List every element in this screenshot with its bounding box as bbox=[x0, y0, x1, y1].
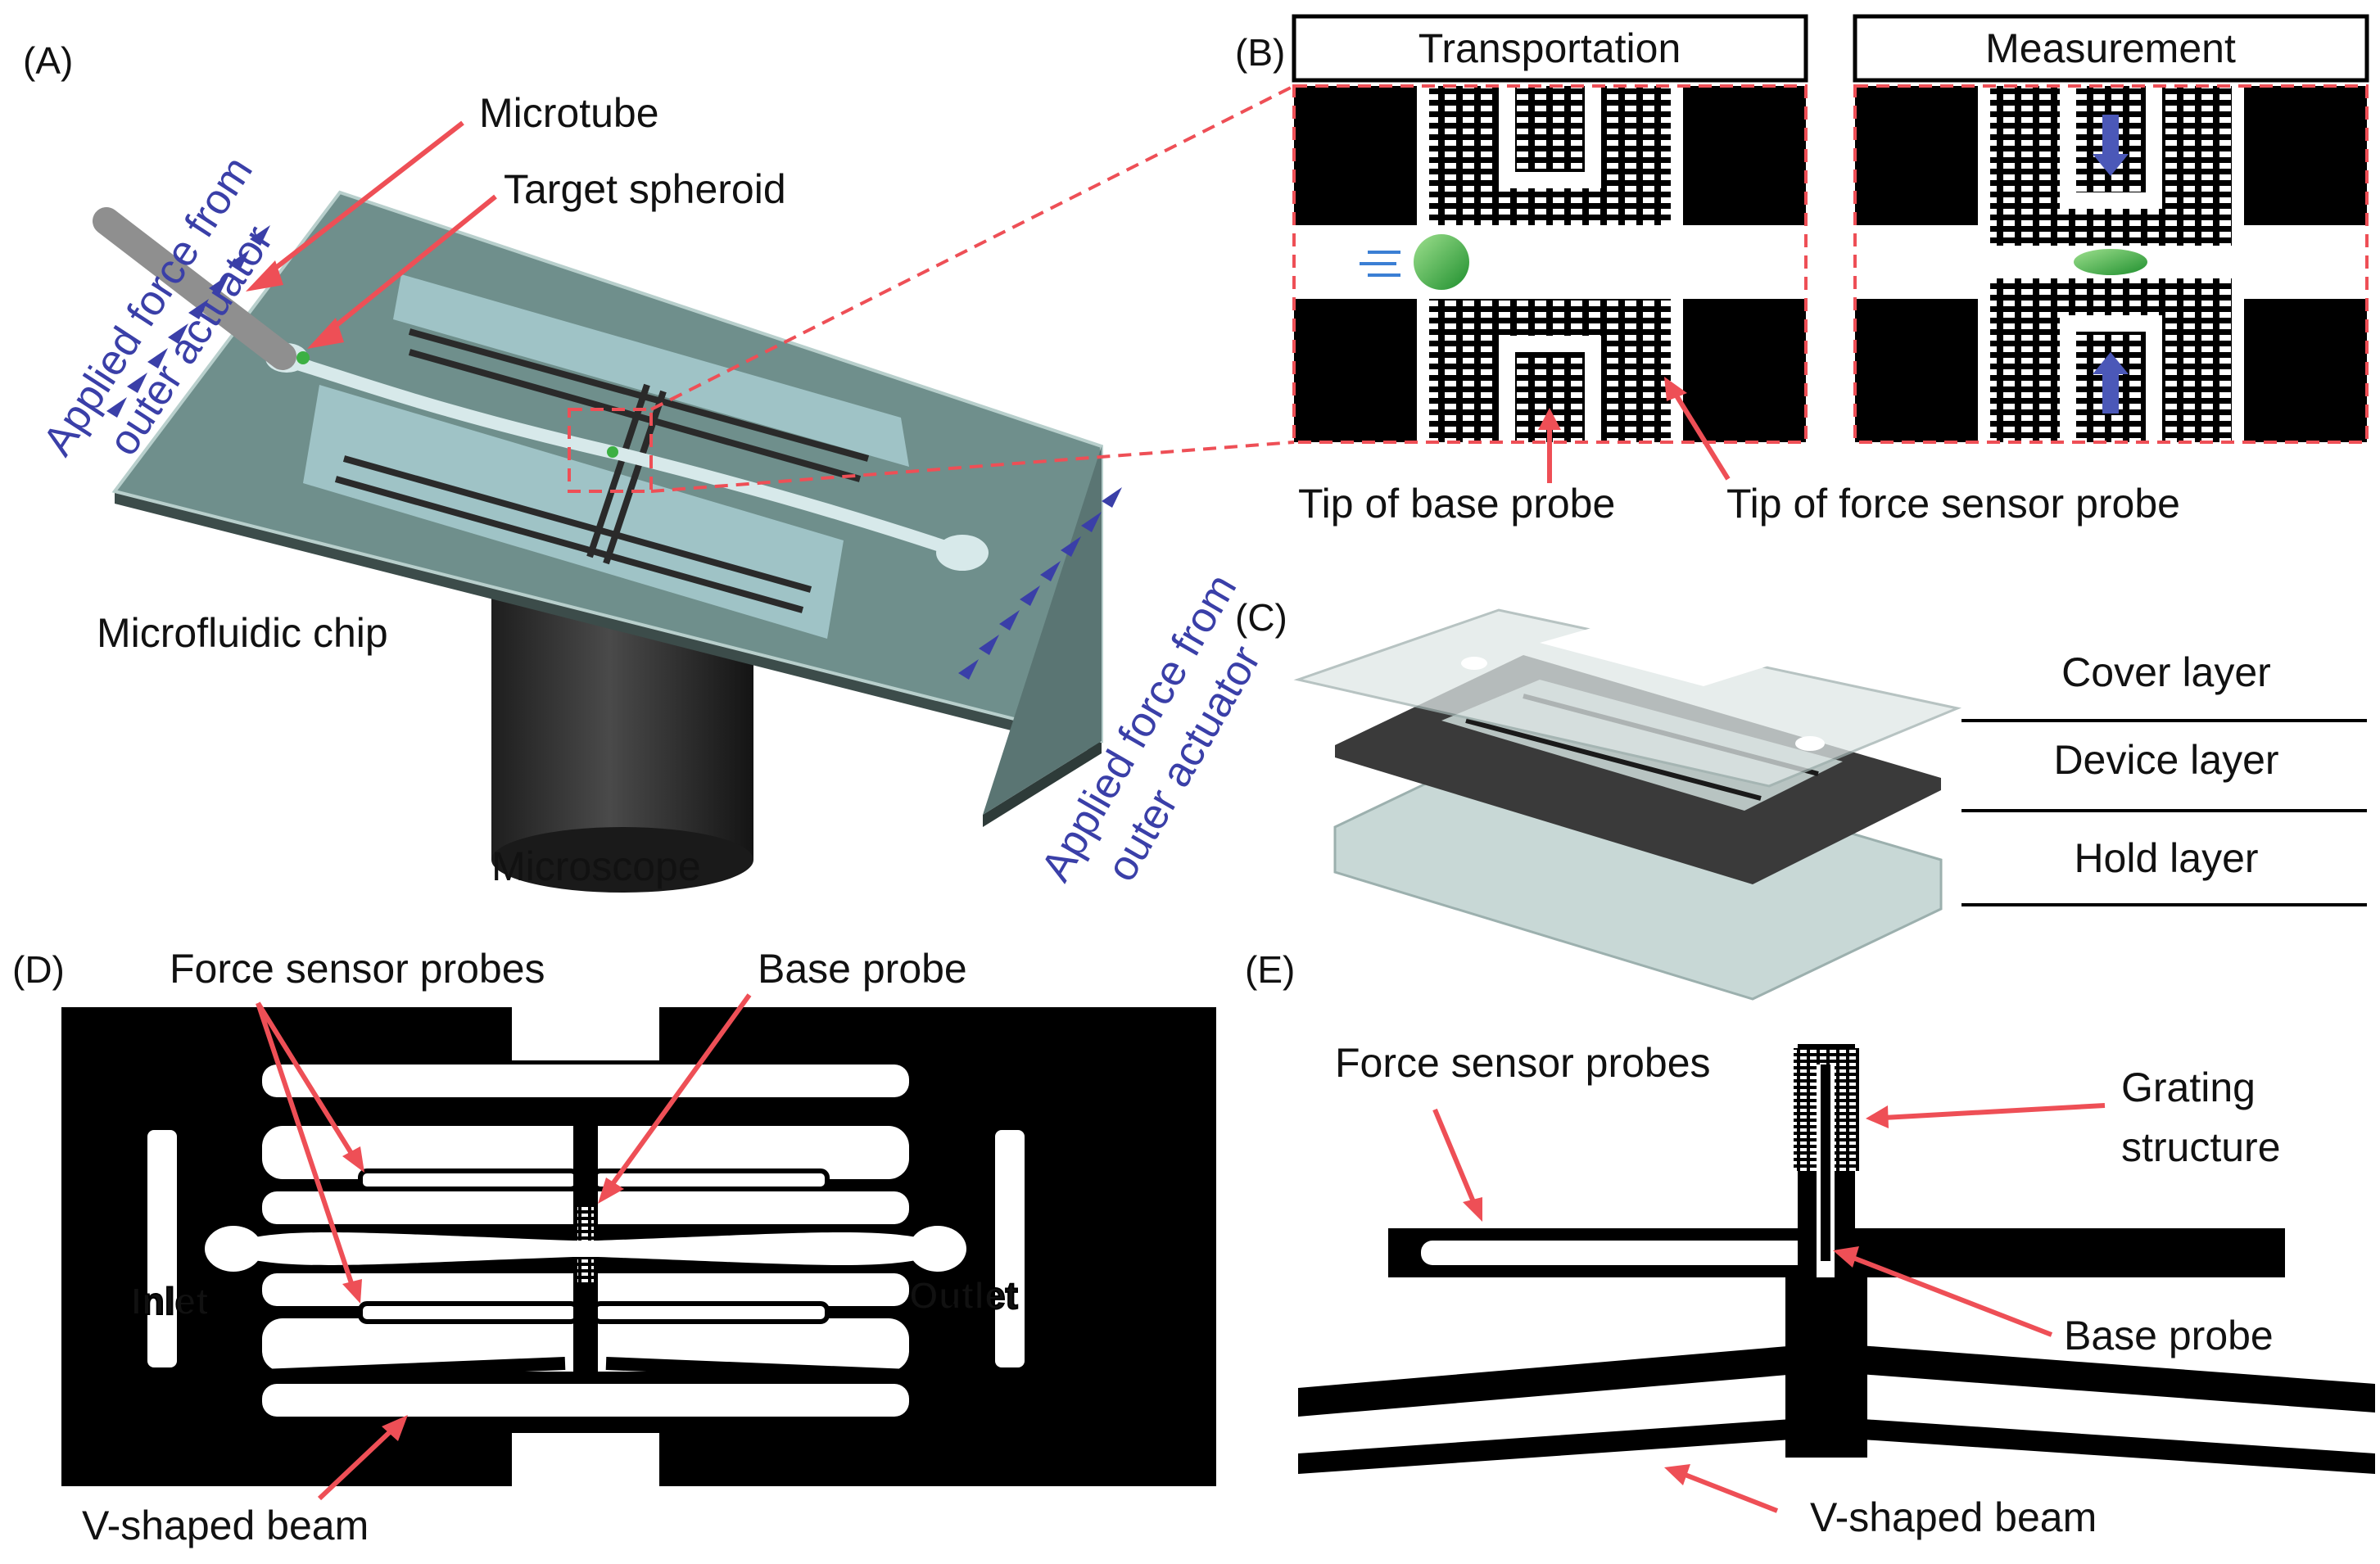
panel-label-a: (A) bbox=[23, 39, 73, 82]
diagram-measurement bbox=[1853, 84, 2369, 444]
label-microfluidic-chip: Microfluidic chip bbox=[97, 610, 388, 656]
zoom-box bbox=[568, 408, 653, 493]
header-measurement-box bbox=[1853, 14, 2369, 83]
arrow-grating-e bbox=[1866, 1103, 2106, 1128]
label-v-shaped-beam-e: V-shaped beam bbox=[1810, 1494, 2097, 1540]
panel-label-e: (E) bbox=[1245, 948, 1295, 991]
panel-d: (D) Force sensor bbox=[12, 946, 1216, 1548]
microtube-illustration bbox=[93, 207, 296, 370]
label-tip-base-probe: Tip of base probe bbox=[1298, 481, 1615, 527]
arrow-v-shaped-beam-e bbox=[1664, 1464, 1779, 1513]
panel-c: (C) Cover layer Device layer Hold layer bbox=[1235, 596, 2367, 1001]
arrow-tip-force-probe bbox=[1664, 377, 1731, 481]
panel-label-d: (D) bbox=[12, 948, 65, 991]
zoom-connector-bottom bbox=[650, 441, 1295, 493]
arrow-microtube bbox=[246, 120, 464, 292]
force-arrows-right bbox=[958, 487, 1122, 680]
panel-a: (A) bbox=[23, 39, 1295, 893]
label-force-sensor-probes-e: Force sensor probes bbox=[1335, 1040, 1711, 1086]
label-grating-1: Grating bbox=[2121, 1065, 2256, 1110]
header-transportation: Transportation bbox=[1418, 25, 1681, 71]
label-hold-layer: Hold layer bbox=[2074, 835, 2258, 881]
panel-b: (B) Transportation Measurement bbox=[1235, 14, 2369, 527]
label-base-probe-d: Base probe bbox=[758, 946, 967, 992]
arrow-target-spheroid bbox=[307, 194, 497, 349]
panel-label-c: (C) bbox=[1235, 596, 1287, 639]
force-arrows-left bbox=[106, 225, 270, 418]
diagram-transportation bbox=[1292, 84, 1808, 444]
label-v-shaped-beam-d: V-shaped beam bbox=[82, 1503, 369, 1548]
arrows-force-sensor-probes-d bbox=[256, 1001, 364, 1304]
spheroid-round bbox=[1414, 234, 1469, 290]
header-transportation-box bbox=[1292, 14, 1808, 83]
label-force-sensor-probes-d: Force sensor probes bbox=[170, 946, 545, 992]
label-microscope: Microscope bbox=[491, 843, 701, 889]
arrow-v-shaped-beam-d bbox=[317, 1415, 408, 1501]
label-device-layer: Device layer bbox=[2053, 737, 2278, 783]
label-base-probe-e: Base probe bbox=[2064, 1313, 2274, 1358]
label-target-spheroid: Target spheroid bbox=[504, 166, 786, 212]
arrow-force-sensor-probes-e bbox=[1432, 1108, 1482, 1222]
spheroid-compressed bbox=[2074, 249, 2147, 275]
panel-e: (E) Force sensor probes Grating structur… bbox=[1245, 948, 2375, 1540]
label-grating-2: structure bbox=[2121, 1124, 2281, 1170]
zoom-connector-top bbox=[650, 84, 1295, 411]
header-measurement: Measurement bbox=[1985, 25, 2236, 71]
label-inlet: Inlet bbox=[131, 1280, 209, 1322]
label-microtube: Microtube bbox=[479, 90, 659, 136]
arrow-tip-base-probe bbox=[1538, 408, 1561, 483]
panel-label-b: (B) bbox=[1235, 31, 1285, 74]
arrow-base-probe-e bbox=[1833, 1246, 2053, 1337]
arrow-base-probe-d bbox=[598, 993, 752, 1204]
label-cover-layer: Cover layer bbox=[2061, 649, 2271, 695]
label-tip-force-probe: Tip of force sensor probe bbox=[1726, 481, 2180, 527]
label-outlet: Outlet bbox=[909, 1274, 1018, 1317]
cover-layer-illustration bbox=[1293, 608, 1962, 788]
